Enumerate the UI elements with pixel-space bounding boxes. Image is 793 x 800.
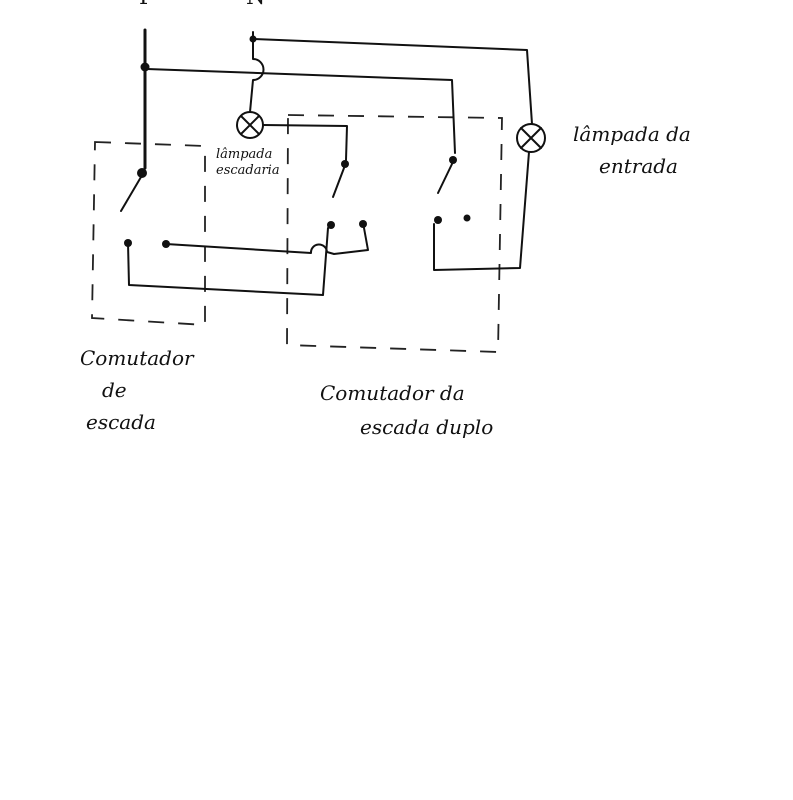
label-line: de	[102, 378, 127, 402]
switch-blade	[120, 176, 142, 212]
entrance-lamp-label: lâmpada da entrada	[573, 118, 691, 182]
traveller-wire-1	[127, 227, 329, 296]
switch-contact	[359, 220, 367, 228]
phase-label: F	[139, 0, 154, 12]
single-switch-box	[91, 141, 206, 326]
label-line: escadaria	[216, 163, 280, 179]
switch-contact	[463, 214, 471, 222]
entrance-lamp-wire	[433, 151, 530, 271]
neutral-label: N	[246, 0, 265, 12]
label-line: escada	[86, 410, 156, 434]
switch-pivot	[449, 156, 457, 164]
label-line: lâmpada	[216, 147, 273, 162]
phase-to-double-switch	[146, 68, 456, 154]
double-switch-box	[286, 114, 503, 353]
switch-blade	[332, 167, 345, 198]
stair-lamp-wire	[262, 124, 348, 161]
switch-contact	[327, 221, 335, 229]
label-line: entrada	[599, 154, 678, 178]
switch-pivot	[137, 168, 147, 178]
switch-blade	[437, 163, 453, 194]
stair-lamp-icon	[236, 111, 264, 139]
neutral-to-entrance-lamp	[252, 38, 533, 125]
label-line: Comutador	[80, 346, 194, 370]
label-line: lâmpada da	[573, 122, 691, 146]
entrance-lamp-icon	[516, 123, 546, 153]
switch-pivot	[341, 160, 349, 168]
phase-junction	[140, 62, 150, 72]
stair-lamp-label: lâmpada escadaria	[216, 147, 280, 180]
label-line: Comutador da	[320, 381, 465, 405]
neutral-to-stair-lamp	[249, 31, 265, 113]
traveller-wire-2	[165, 227, 369, 255]
switch-contact	[434, 216, 442, 224]
single-switch-label: Comutador de escada	[80, 342, 194, 438]
label-line: escada duplo	[360, 415, 494, 439]
double-switch-label: Comutador da escada duplo	[320, 376, 493, 444]
